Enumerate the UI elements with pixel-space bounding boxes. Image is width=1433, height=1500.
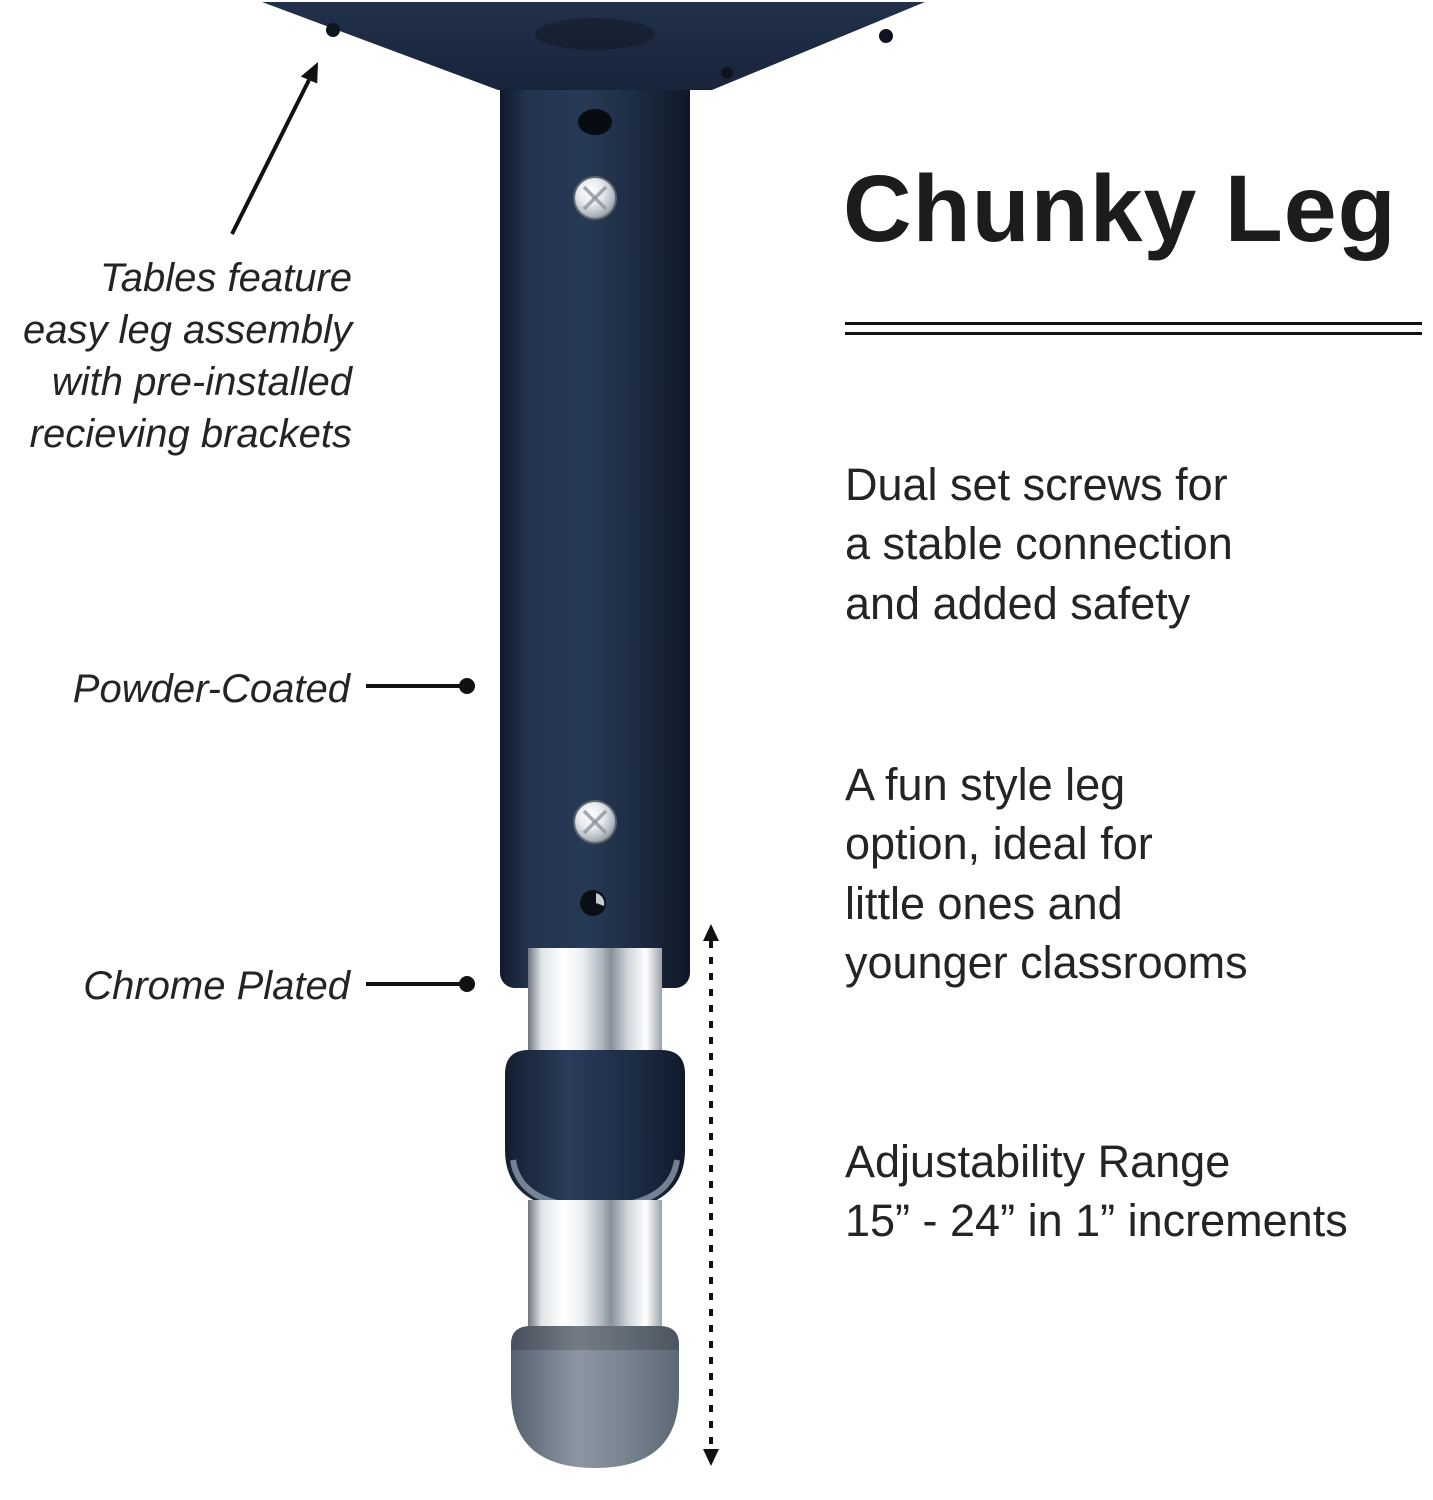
collar-sleeve [505, 1050, 685, 1212]
plate-hole-left [326, 23, 340, 37]
chrome-section-lower [528, 1200, 662, 1340]
product-title: Chunky Leg [843, 156, 1397, 262]
powder-coated-connector-line [366, 678, 475, 694]
plate-hole-right [879, 29, 893, 43]
feature-adjustability-range: Adjustability Range 15” - 24” in 1” incr… [845, 1136, 1348, 1247]
title-divider [845, 322, 1422, 335]
plate-hole-front [721, 67, 733, 79]
foot-cap [511, 1326, 679, 1468]
feature-dual-set-screws: Dual set screws for a stable connection … [845, 459, 1233, 629]
set-screw-lower [573, 800, 617, 844]
set-screw-hole-top [578, 109, 612, 135]
arrow-to-plate-icon [230, 62, 318, 235]
leg-column [500, 56, 690, 988]
set-screw-hole-bottom [580, 890, 606, 916]
chrome-plated-connector-line [366, 976, 475, 992]
adjustability-measure-arrow-icon [703, 924, 719, 1466]
chrome-plated-label: Chrome Plated [83, 964, 350, 1008]
chrome-section-upper [528, 948, 662, 1064]
powder-coated-label: Powder-Coated [72, 667, 350, 711]
feature-fun-style: A fun style leg option, ideal for little… [845, 759, 1248, 989]
assembly-note: Tables feature easy leg assembly with pr… [22, 256, 352, 456]
set-screw-upper [573, 176, 617, 220]
weld-shadow [535, 18, 655, 50]
mounting-plate [262, 2, 925, 90]
foot-cap-top-shade [511, 1326, 679, 1350]
